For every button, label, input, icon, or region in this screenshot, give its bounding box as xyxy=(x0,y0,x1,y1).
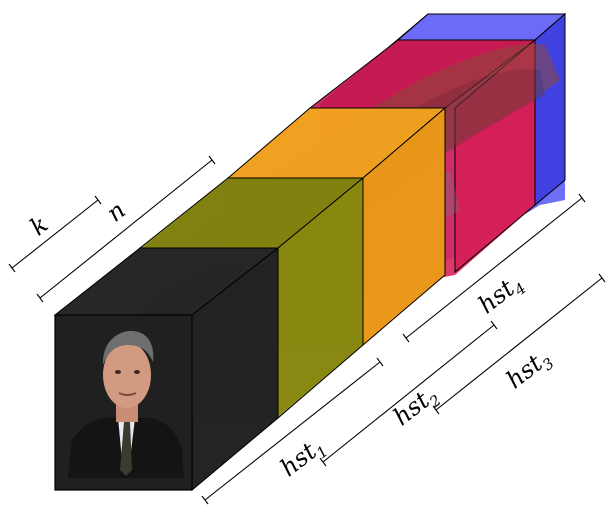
hst1-dimension-line xyxy=(204,361,381,501)
label-hst2: hst2 xyxy=(388,380,445,434)
svg-text:hst4: hst4 xyxy=(473,268,530,322)
label-hst4: hst4 xyxy=(473,268,530,322)
label-k: k xyxy=(25,210,54,241)
svg-text:hst1: hst1 xyxy=(275,431,332,485)
svg-text:n: n xyxy=(101,196,130,228)
hst3-dimension-line xyxy=(435,277,603,411)
hst4-dimension-line xyxy=(405,197,583,339)
label-hst1: hst1 xyxy=(275,431,332,485)
label-n: n xyxy=(101,196,130,228)
n-dimension-line xyxy=(39,159,213,299)
dimension-lines xyxy=(8,155,606,505)
hst2-dimension-line xyxy=(322,324,495,463)
news-anchor-portrait-icon xyxy=(68,330,184,478)
svg-text:hst2: hst2 xyxy=(388,380,445,434)
k-dimension-line xyxy=(11,199,99,269)
svg-text:k: k xyxy=(25,210,54,241)
